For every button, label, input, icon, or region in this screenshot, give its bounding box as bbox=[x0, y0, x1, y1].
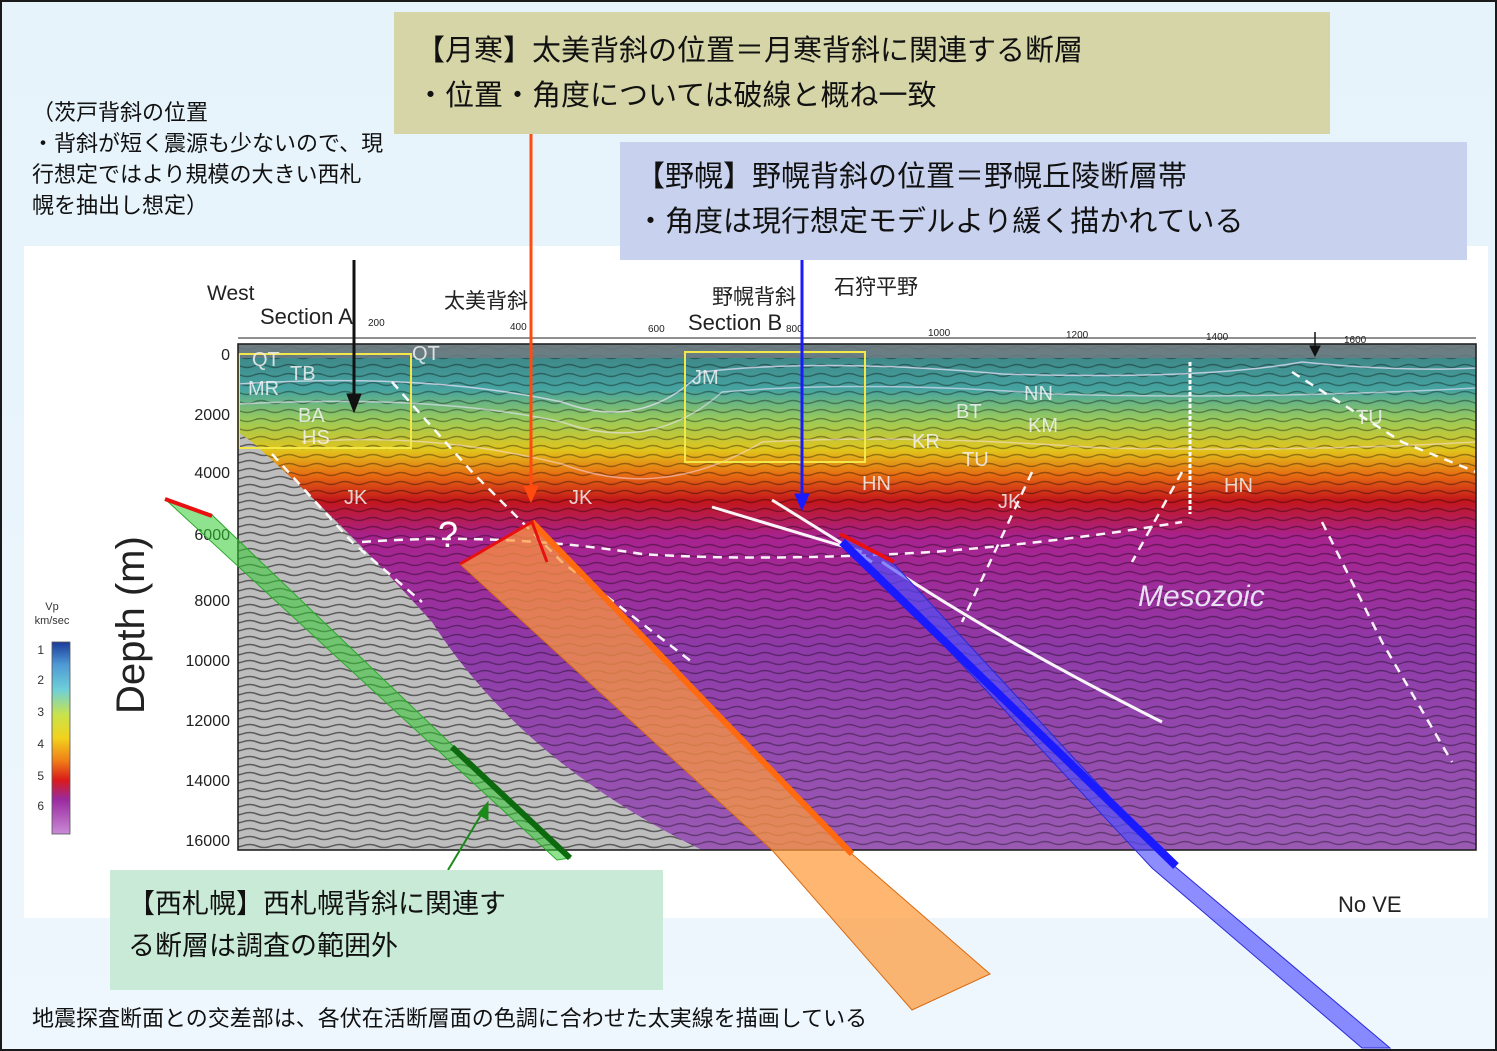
fault-plane-nopporo bbox=[839, 532, 1392, 1049]
distance-tick-label: 1000 bbox=[928, 328, 951, 339]
depth-tick-label: 8000 bbox=[194, 593, 230, 610]
pointer-arrows bbox=[346, 124, 1321, 871]
unit-label: BT bbox=[956, 401, 982, 423]
fault-plane-tsukisamu bbox=[459, 519, 991, 1011]
unit-label: JK bbox=[344, 487, 368, 509]
distance-tick-label: 1600 bbox=[1344, 335, 1367, 346]
nishi-sapporo-callout-line1: 【西札幌】西札幌背斜に関連す bbox=[128, 889, 506, 920]
nopporo-callout-line1: 【野幌】野幌背斜の位置＝野幌丘陵断層帯 bbox=[636, 159, 1188, 193]
unit-label: TU bbox=[962, 449, 989, 471]
unit-label: HS bbox=[302, 427, 330, 449]
unit-label: HN bbox=[862, 473, 891, 495]
barato-note-line4: 幌を抽出し想定） bbox=[32, 194, 209, 219]
unit-label: JK bbox=[998, 491, 1022, 513]
unit-label: KR bbox=[912, 431, 940, 453]
vp-tick-label: 6 bbox=[37, 799, 44, 813]
unit-label: JK bbox=[569, 487, 593, 509]
unit-label: BA bbox=[298, 405, 325, 427]
vp-scale-title: Vp bbox=[45, 601, 58, 613]
barato-note-line2: ・背斜が短く震源も少ないので、現 bbox=[32, 132, 384, 157]
distance-tick-label: 400 bbox=[510, 322, 527, 333]
depth-tick-label: 14000 bbox=[186, 773, 231, 790]
distance-tick-label: 1400 bbox=[1206, 332, 1229, 343]
nopporo-callout-line2: ・角度は現行想定モデルより緩く描かれている bbox=[636, 204, 1244, 238]
distance-tick-label: 200 bbox=[368, 318, 385, 329]
ishikari-plain-label: 石狩平野 bbox=[834, 275, 918, 299]
depth-tick-labels: 0 2000 4000 6000 8000 10000 12000 14000 … bbox=[186, 347, 231, 850]
distance-tick-labels: 200 400 600 800 1000 1200 1400 1600 bbox=[368, 318, 1367, 346]
no-ve-label: No VE bbox=[1338, 892, 1402, 917]
depth-tick-label: 12000 bbox=[186, 713, 231, 730]
unit-label: KM bbox=[1028, 415, 1058, 437]
fault-plane-nishi-sapporo bbox=[164, 497, 573, 861]
vp-color-scale: Vp km/sec 1 2 3 4 5 6 bbox=[35, 601, 71, 835]
nishi-sapporo-callout: 【西札幌】西札幌背斜に関連す る断層は調査の範囲外 bbox=[110, 870, 663, 990]
nishi-sapporo-callout-line2: る断層は調査の範囲外 bbox=[128, 931, 398, 962]
depth-tick-label: 16000 bbox=[186, 833, 231, 850]
question-mark: ? bbox=[438, 514, 458, 555]
vp-tick-label: 4 bbox=[37, 737, 44, 751]
tsukisamu-callout: 【月寒】太美背斜の位置＝月寒背斜に関連する断層 ・位置・角度については破線と概ね… bbox=[394, 12, 1330, 134]
nopporo-callout: 【野幌】野幌背斜の位置＝野幌丘陵断層帯 ・角度は現行想定モデルより緩く描かれてい… bbox=[620, 142, 1467, 260]
mesozoic-label: Mesozoic bbox=[1138, 580, 1265, 613]
unit-label: TU bbox=[1356, 407, 1383, 429]
unit-label: QT bbox=[252, 349, 280, 371]
depth-axis-title: Depth (m) bbox=[109, 536, 153, 714]
vp-tick-label: 2 bbox=[37, 673, 44, 687]
unit-labels: QT TB MR BA HS QT JK JK JM BT NN KM KR T… bbox=[248, 343, 1383, 513]
distance-tick-label: 800 bbox=[786, 324, 803, 335]
west-label: West bbox=[207, 282, 255, 305]
tsukisamu-callout-line1: 【月寒】太美背斜の位置＝月寒背斜に関連する断層 bbox=[416, 33, 1084, 67]
unit-label: HN bbox=[1224, 475, 1253, 497]
section-a-label: Section A bbox=[260, 304, 353, 329]
depth-tick-label: 2000 bbox=[194, 407, 230, 424]
unit-label: TB bbox=[290, 363, 316, 385]
footnote: 地震探査断面との交差部は、各伏在活断層面の色調に合わせた太実線を描画している bbox=[32, 1007, 868, 1032]
barato-note-line3: 行想定ではより規模の大きい西札 bbox=[32, 163, 362, 188]
unit-label: JM bbox=[692, 367, 719, 389]
barato-note: （茨戸背斜の位置 ・背斜が短く震源も少ないので、現 行想定ではより規模の大きい西… bbox=[32, 98, 383, 222]
section-b-label: Section B bbox=[688, 310, 782, 335]
vp-tick-label: 1 bbox=[37, 643, 44, 657]
unit-label: QT bbox=[412, 343, 440, 365]
nopporo-anticline-label: 野幌背斜 bbox=[712, 285, 796, 309]
barato-note-line1: （茨戸背斜の位置 bbox=[32, 101, 209, 126]
unit-label: NN bbox=[1024, 383, 1053, 405]
unit-label: MR bbox=[248, 378, 279, 400]
vp-scale-unit: km/sec bbox=[35, 615, 70, 627]
taibi-anticline-label: 太美背斜 bbox=[444, 289, 528, 313]
vp-tick-label: 5 bbox=[37, 769, 44, 783]
distance-tick-label: 1200 bbox=[1066, 330, 1089, 341]
vp-tick-label: 3 bbox=[37, 705, 44, 719]
tsukisamu-callout-line2: ・位置・角度については破線と概ね一致 bbox=[416, 78, 937, 112]
seismic-image bbox=[238, 344, 1476, 850]
depth-tick-label: 10000 bbox=[186, 653, 231, 670]
depth-tick-label: 4000 bbox=[194, 465, 230, 482]
distance-tick-label: 600 bbox=[648, 324, 665, 335]
depth-tick-label: 0 bbox=[221, 347, 230, 364]
